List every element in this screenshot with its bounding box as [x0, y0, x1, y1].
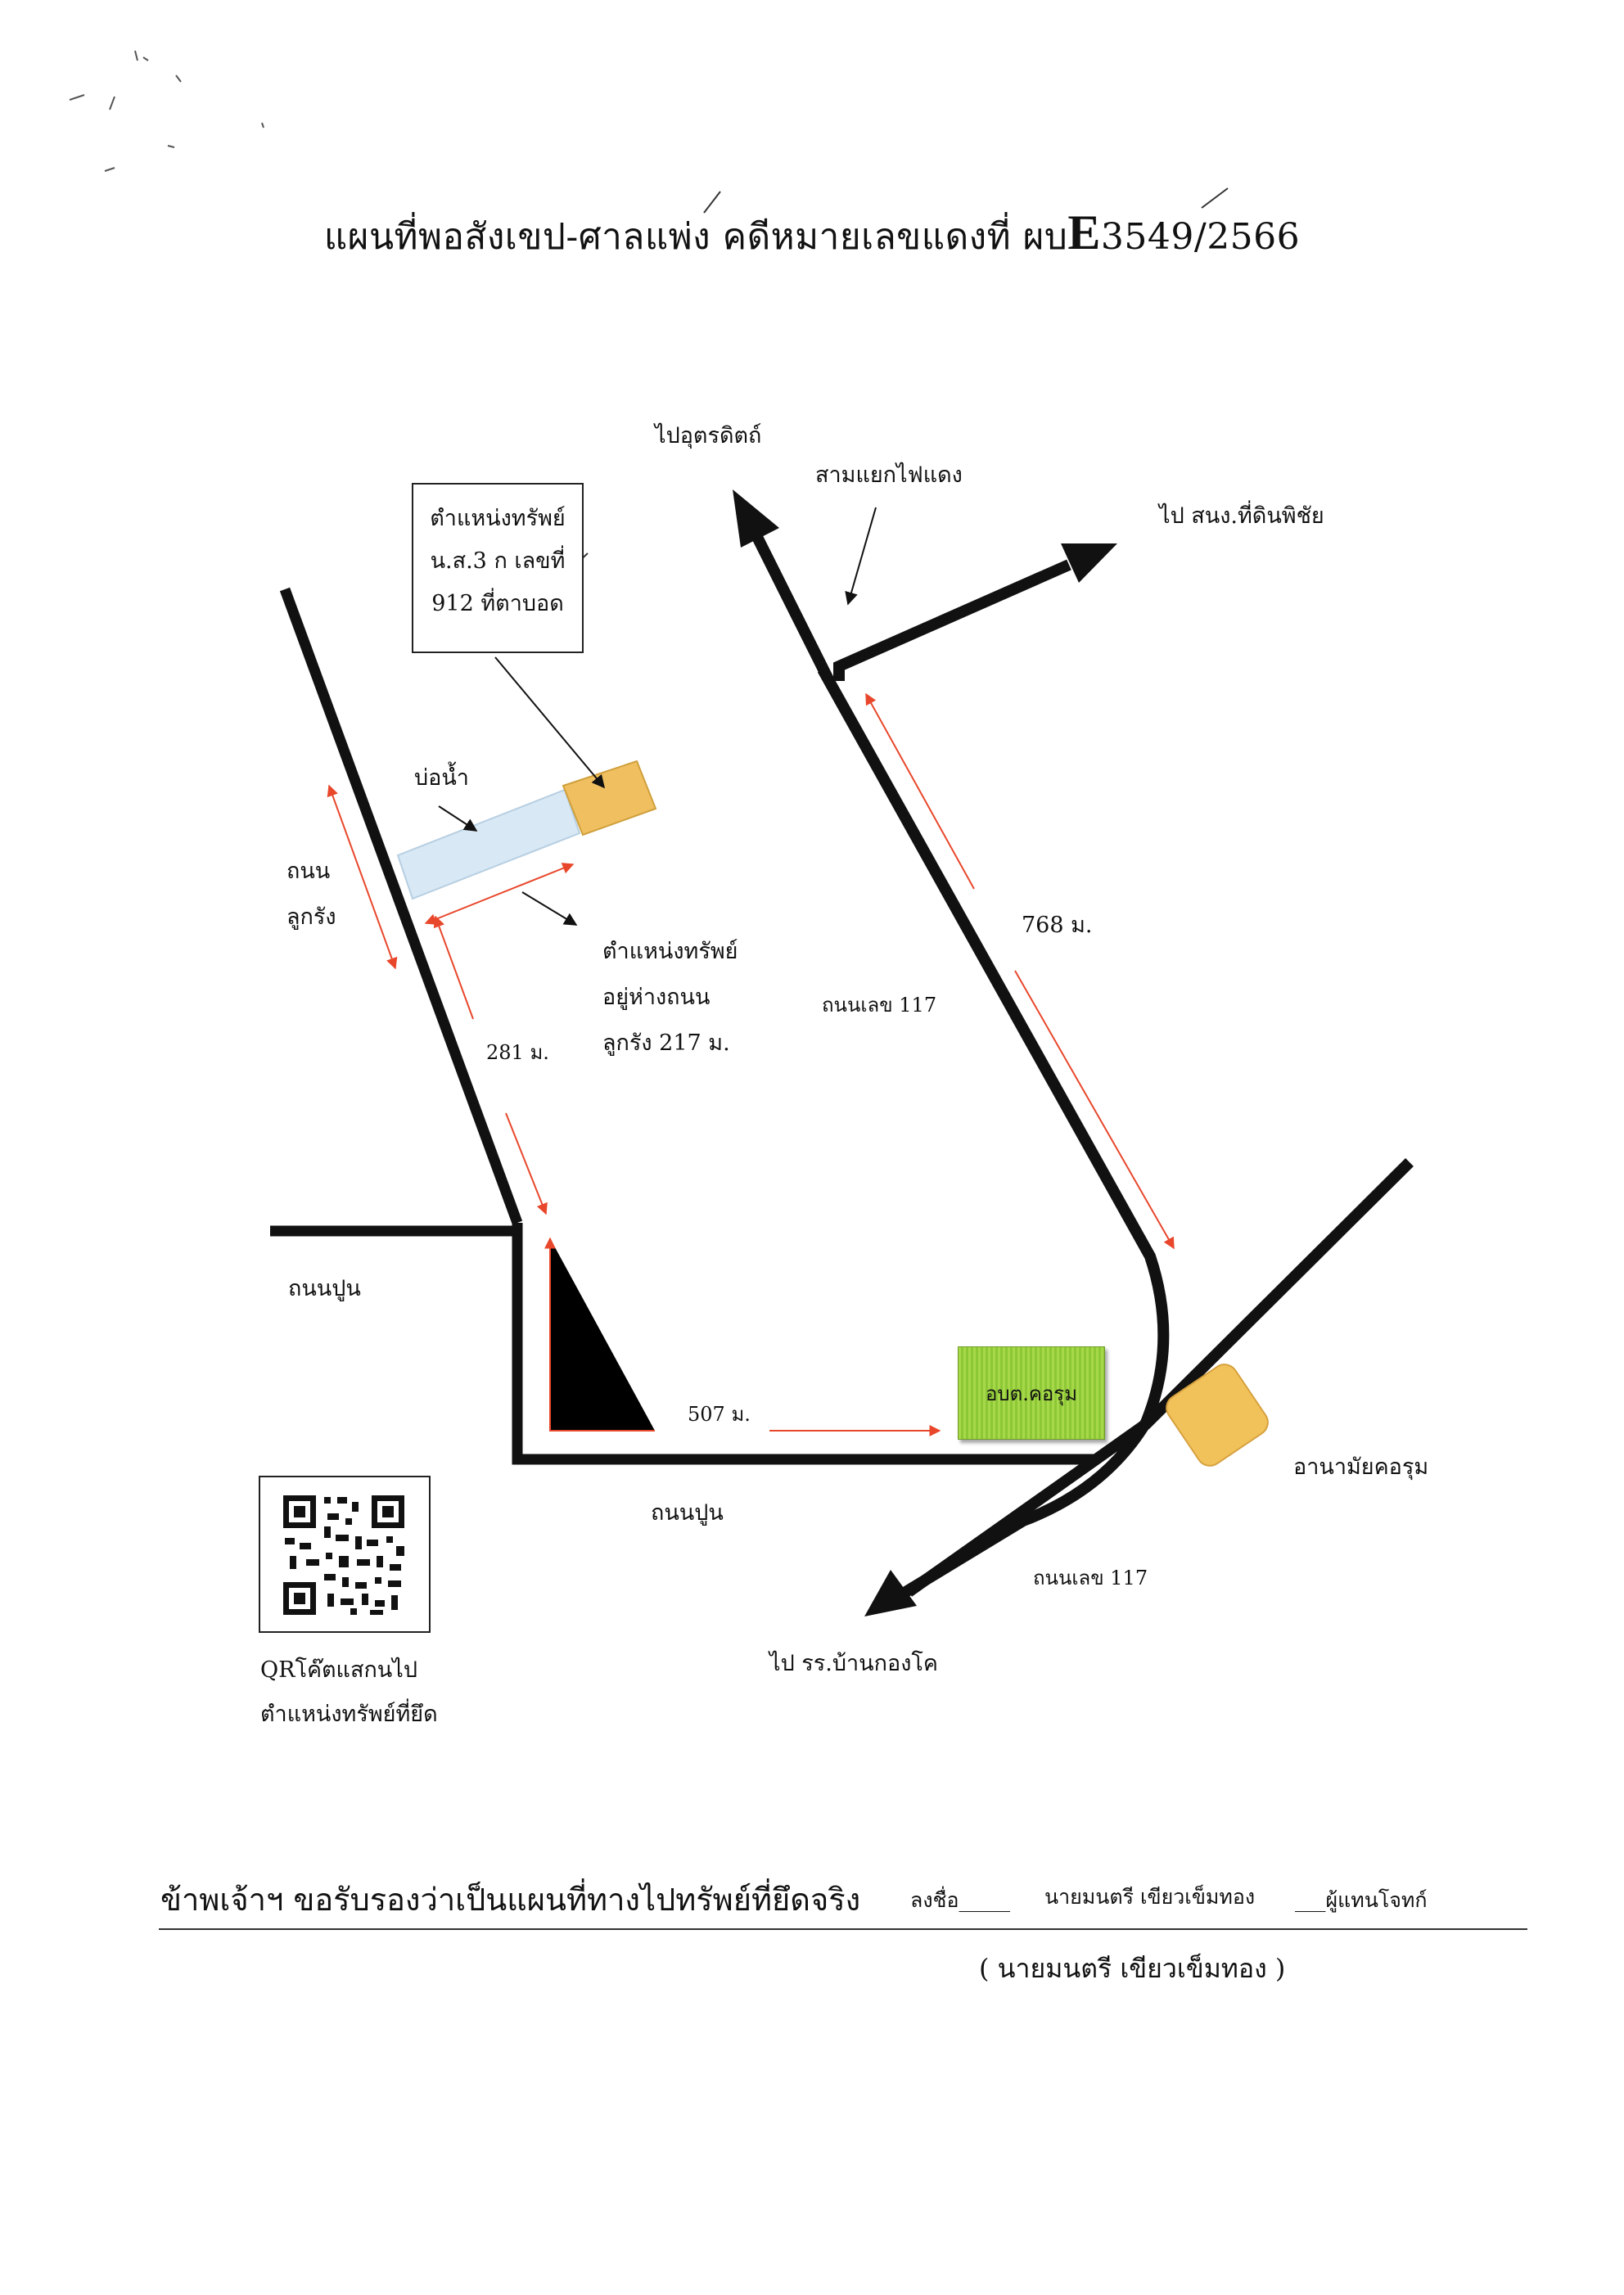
label-to-uttaradit: ไปอุตรดิตถ์ — [655, 423, 762, 449]
distance-arrow-281b — [505, 1112, 548, 1215]
property-distance-pointer — [521, 891, 578, 926]
distance-arrow-768 — [865, 692, 975, 890]
label-road-117-upper: ถนนเลข 117 — [822, 994, 937, 1017]
label-property-distance-3: ลูกรัง 217 ม. — [602, 1030, 730, 1056]
callout-line-1: ตำแหน่งทรัพย์ — [430, 506, 566, 531]
qr-code-icon — [283, 1495, 404, 1615]
certification-text: ข้าพเจ้าฯ ขอรับรองว่าเป็นแผนที่ทางไปทรัพ… — [160, 1882, 861, 1918]
pond-pointer — [438, 805, 478, 832]
label-health-station: อานามัยคอรุม — [1293, 1454, 1429, 1480]
printed-name: ( นายมนตรี เขียวเข็มทอง ) — [979, 1953, 1286, 1984]
distance-arrow-768b — [1014, 970, 1175, 1250]
label-distance-281: 281 ม. — [486, 1041, 549, 1064]
signer-name: นายมนตรี เขียวเข็มทอง — [1044, 1885, 1256, 1909]
road-to-uttaradit — [751, 532, 834, 683]
case-number: E3549/2566 — [1067, 205, 1301, 259]
health-station-marker — [1166, 1364, 1269, 1467]
label-road-lukrung-1: ถนน — [286, 859, 331, 884]
property-block — [562, 760, 657, 836]
junction-pointer — [845, 507, 877, 606]
label-road-117-lower: ถนนเลข 117 — [1033, 1567, 1148, 1589]
road-to-land-office — [833, 559, 1071, 681]
distance-arrow-property — [424, 863, 575, 925]
label-traffic-junction: สามแยกไฟแดง — [815, 462, 963, 488]
distance-arrow-507 — [544, 1237, 655, 1432]
qr-code-frame — [259, 1476, 431, 1633]
signer-role: ___ผู้แทนโจทก์ — [1295, 1888, 1428, 1912]
qr-caption-line-2: ตำแหน่งทรัพย์ที่ยึด — [260, 1702, 438, 1727]
label-distance-768: 768 ม. — [1022, 913, 1093, 938]
sao-korum-block: อบต.คอรุม — [958, 1346, 1105, 1440]
title-tick-marks — [703, 187, 1229, 214]
label-property-distance-2: อยู่ห่างถนน — [602, 985, 710, 1010]
label-to-land-office: ไป สนง.ที่ดินพิชัย — [1159, 503, 1324, 529]
sao-korum-label: อบต.คอรุม — [985, 1382, 1078, 1405]
label-distance-507: 507 ม. — [688, 1403, 751, 1426]
arrowhead-school — [864, 1570, 917, 1616]
callout-line-3: 912 ที่ตาบอด — [431, 591, 564, 616]
arrowhead-land-office — [1061, 543, 1117, 583]
label-road-poon-bottom: ถนนปูน — [651, 1500, 724, 1526]
pond — [396, 788, 581, 900]
sign-label: ลงชื่อ_____ — [910, 1888, 1011, 1912]
label-pond: บ่อน้ำ — [414, 765, 469, 791]
title-text: แผนที่พอสังเขป-ศาลแพ่ง คดีหมายเลขแดงที่ … — [323, 216, 1068, 258]
map-title: แผนที่พอสังเขป-ศาลแพ่ง คดีหมายเลขแดงที่ … — [0, 205, 1624, 265]
road-lukrung — [279, 587, 523, 1225]
label-to-school: ไป รร.บ้านกองโค — [769, 1651, 938, 1676]
property-callout: ตำแหน่งทรัพย์ น.ส.3 ก เลขที่ 912 ที่ตาบอ… — [412, 483, 584, 653]
label-property-distance-1: ตำแหน่งทรัพย์ — [602, 939, 738, 964]
distance-arrow-lukrung — [327, 784, 398, 970]
arrowhead-uttaradit — [733, 489, 779, 548]
label-road-lukrung-2: ลูกรัง — [286, 904, 336, 930]
road-117-crossing — [904, 1158, 1414, 1597]
qr-caption-line-1: QRโค๊ตแสกนไป — [260, 1657, 417, 1683]
scan-marks — [69, 50, 264, 172]
distance-arrow-281 — [433, 915, 474, 1020]
road-poon — [512, 1223, 1097, 1465]
label-road-poon-left: ถนนปูน — [288, 1276, 361, 1301]
callout-pointer — [494, 656, 606, 789]
signature-line — [159, 1928, 1527, 1930]
callout-line-2: น.ส.3 ก เลขที่ — [430, 548, 566, 574]
